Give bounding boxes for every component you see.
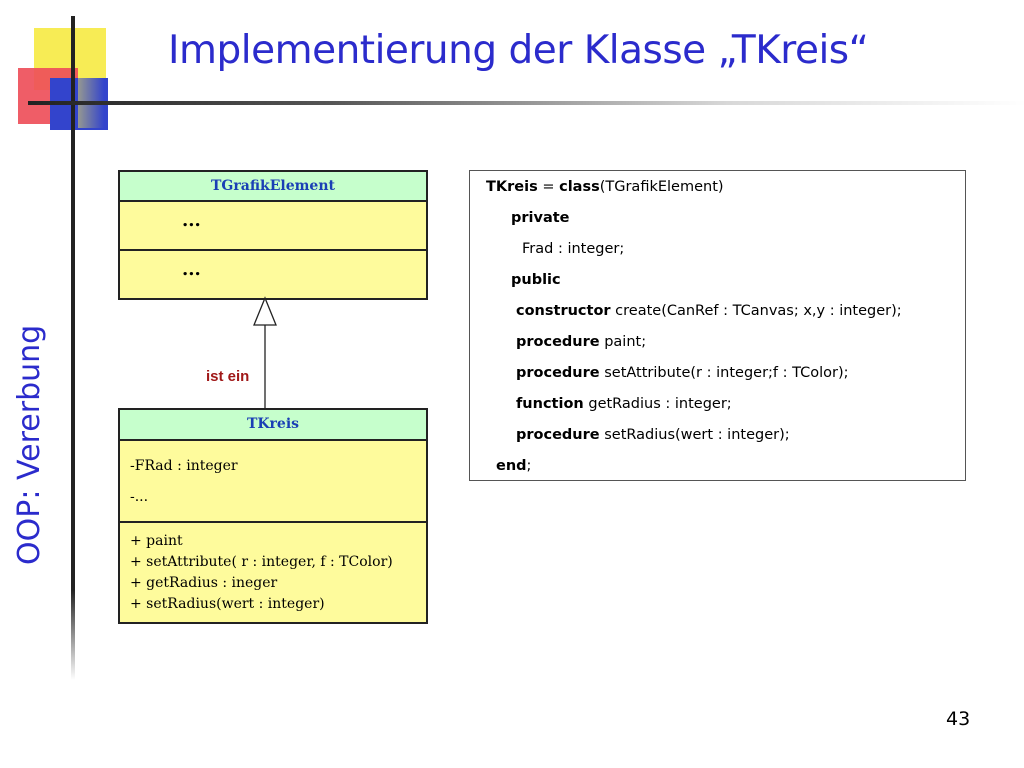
code-text: Frad : integer; bbox=[522, 241, 625, 257]
uml-class-base-operations: ... bbox=[182, 259, 201, 280]
code-text: paint; bbox=[599, 334, 647, 350]
code-line: procedure setRadius(wert : integer); bbox=[470, 425, 965, 456]
uml-class-child-attributes: -FRad : integer -... bbox=[120, 441, 426, 523]
code-box: TKreis = class(TGrafikElement) private F… bbox=[469, 170, 966, 481]
inheritance-arrow bbox=[253, 296, 277, 408]
code-keyword: procedure bbox=[516, 365, 600, 381]
vertical-rule-fade bbox=[71, 590, 75, 680]
uml-class-child: TKreis -FRad : integer -... + paint + se… bbox=[118, 408, 428, 624]
page-number: 43 bbox=[946, 708, 971, 730]
code-line: public bbox=[470, 270, 965, 301]
code-keyword: public bbox=[511, 272, 561, 288]
code-text: create(CanRef : TCanvas; x,y : integer); bbox=[610, 303, 902, 319]
code-line: constructor create(CanRef : TCanvas; x,y… bbox=[470, 301, 965, 332]
uml-operation: + setAttribute( r : integer, f : TColor) bbox=[130, 554, 393, 570]
inheritance-arrowhead bbox=[253, 296, 277, 326]
code-keyword: procedure bbox=[516, 427, 600, 443]
code-line: function getRadius : integer; bbox=[470, 394, 965, 425]
code-keyword: procedure bbox=[516, 334, 600, 350]
uml-attribute: -... bbox=[130, 489, 149, 505]
code-text: setRadius(wert : integer); bbox=[599, 427, 790, 443]
uml-attribute: -FRad : integer bbox=[130, 458, 238, 474]
code-keyword: private bbox=[511, 210, 570, 226]
logo-square-fade bbox=[78, 70, 104, 128]
code-line: TKreis = class(TGrafikElement) bbox=[470, 177, 965, 208]
uml-class-child-name: TKreis bbox=[120, 410, 426, 441]
code-keyword: function bbox=[516, 396, 584, 412]
uml-class-base-name: TGrafikElement bbox=[120, 172, 426, 202]
uml-class-child-operations: + paint + setAttribute( r : integer, f :… bbox=[120, 523, 426, 615]
code-keyword: constructor bbox=[516, 303, 611, 319]
code-text: ; bbox=[526, 458, 532, 474]
code-text: getRadius : integer; bbox=[583, 396, 732, 412]
horizontal-rule bbox=[28, 101, 1024, 105]
code-keyword: class bbox=[559, 179, 600, 195]
code-keyword: TKreis bbox=[486, 179, 538, 195]
code-line: end; bbox=[470, 456, 965, 487]
relation-label: ist ein bbox=[206, 368, 250, 385]
code-text: (TGrafikElement) bbox=[599, 179, 724, 195]
code-line: procedure setAttribute(r : integer;f : T… bbox=[470, 363, 965, 394]
side-title: OOP: Vererbung bbox=[12, 324, 47, 565]
uml-class-base: TGrafikElement ... ... bbox=[118, 170, 428, 300]
slide-title: Implementierung der Klasse „TKreis“ bbox=[168, 28, 869, 73]
uml-operation: + getRadius : ineger bbox=[130, 575, 278, 591]
code-line: private bbox=[470, 208, 965, 239]
uml-operation: + paint bbox=[130, 533, 183, 549]
code-text: setAttribute(r : integer;f : TColor); bbox=[599, 365, 849, 381]
code-line: Frad : integer; bbox=[470, 239, 965, 270]
uml-class-base-attributes: ... bbox=[120, 202, 426, 251]
vertical-rule bbox=[71, 16, 75, 676]
code-line: procedure paint; bbox=[470, 332, 965, 363]
code-keyword: end bbox=[496, 458, 527, 474]
uml-operation: + setRadius(wert : integer) bbox=[130, 596, 325, 612]
code-text: = bbox=[537, 179, 560, 195]
